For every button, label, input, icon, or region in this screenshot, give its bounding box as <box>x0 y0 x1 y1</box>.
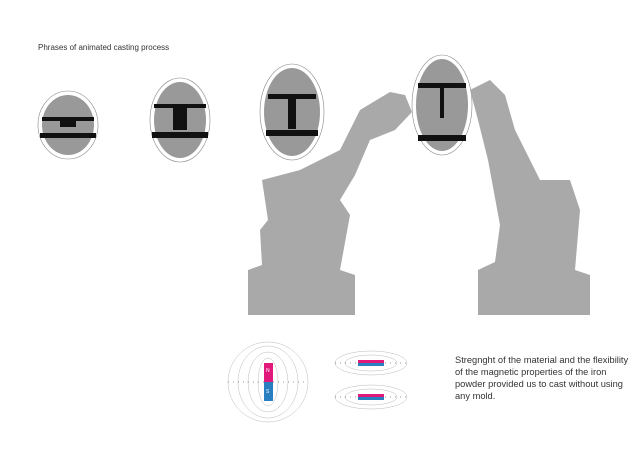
upper-bar-magnet-south <box>358 363 384 366</box>
upper-bar-magnet-north <box>358 360 384 363</box>
robot-arm-1 <box>248 92 412 315</box>
magnet-north-pole <box>264 363 273 382</box>
caption-text: Stregnght of the material and the flexib… <box>455 355 629 401</box>
twin-magnet-field-diagram <box>334 350 408 410</box>
south-label: S <box>266 389 270 395</box>
casting-phase-3 <box>259 63 325 161</box>
page-heading: Phrases of animated casting process <box>38 43 170 52</box>
lower-bar-magnet-north <box>358 394 384 397</box>
casting-phase-1 <box>37 90 99 160</box>
lower-bar-magnet-south <box>358 397 384 400</box>
magnet-south-pole <box>264 382 273 401</box>
casting-phase-4 <box>411 54 473 156</box>
robot-arm-2 <box>470 80 590 315</box>
casting-phase-2 <box>149 77 211 163</box>
north-label: N <box>266 368 270 374</box>
